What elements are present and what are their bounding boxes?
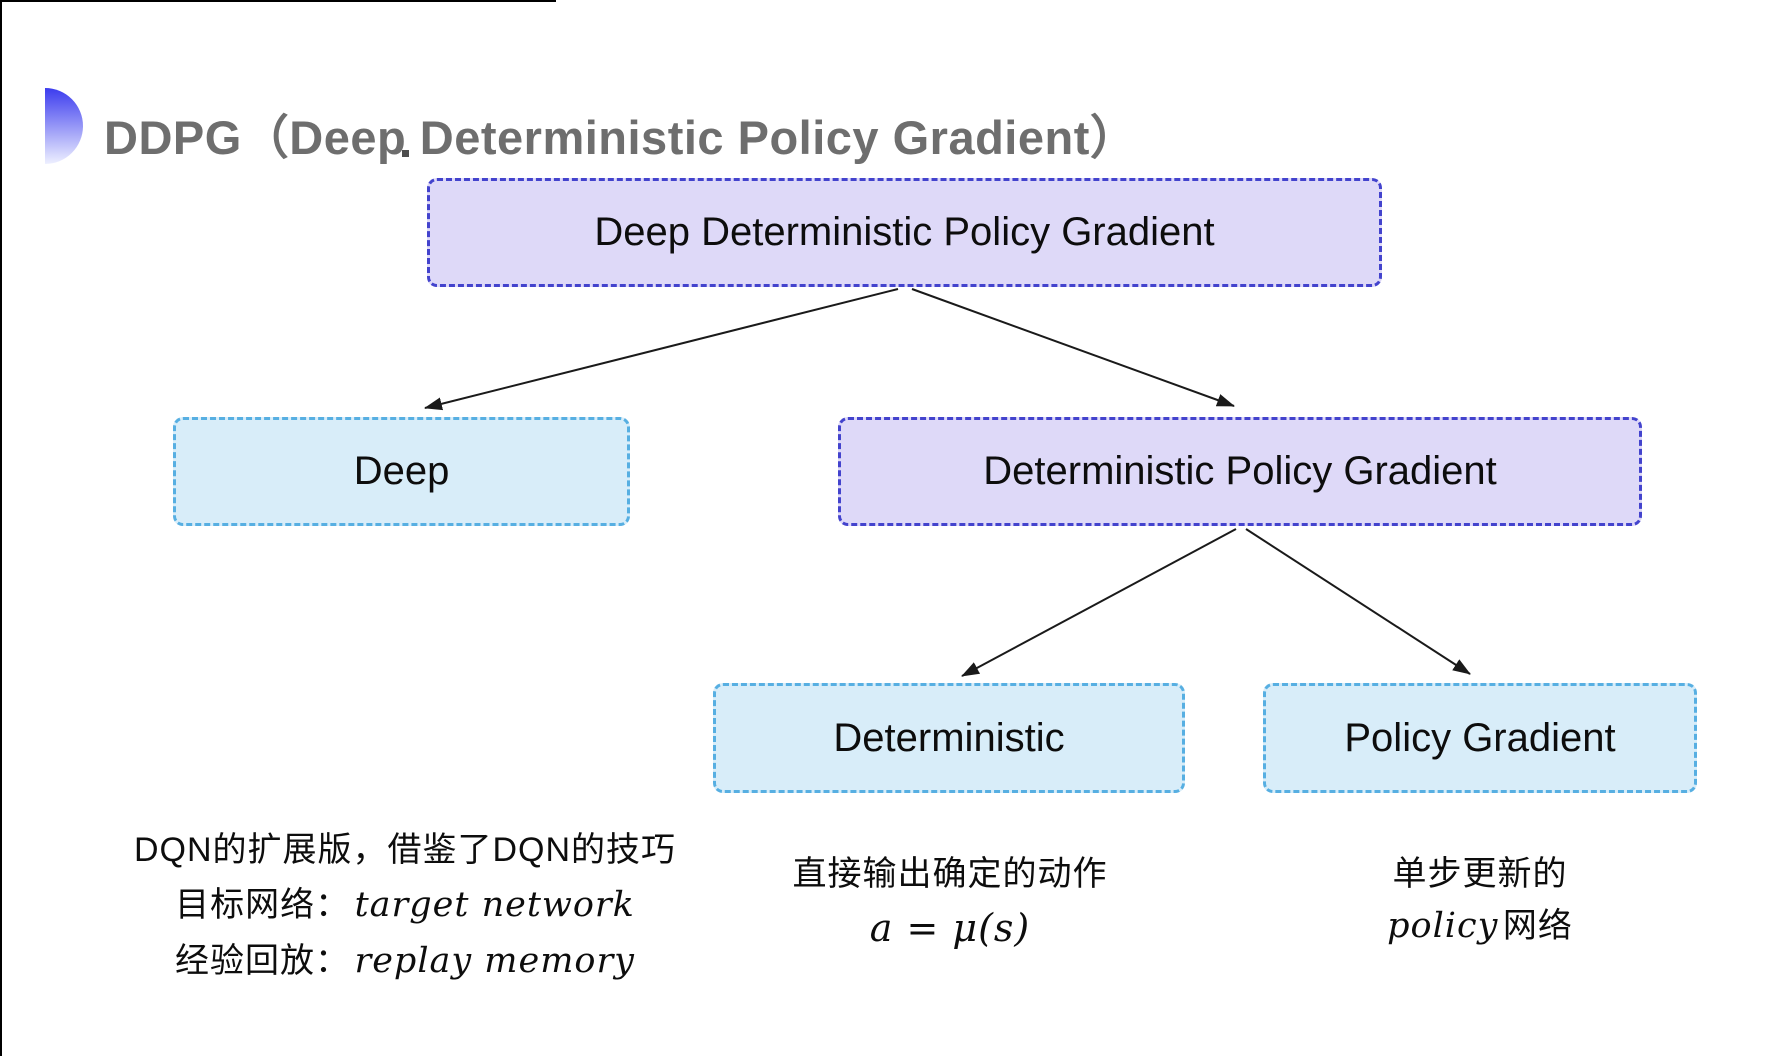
node-label: Deterministic: [833, 715, 1065, 760]
arrow-dpg-to-policy-gradient: [1245, 528, 1471, 675]
node-policy-gradient: Policy Gradient: [1263, 683, 1697, 793]
note-deterministic-action: 直接输出确定的动作 a = μ(s): [695, 857, 1205, 965]
node-label: Deterministic Policy Gradient: [983, 449, 1497, 493]
node-deterministic-policy-gradient: Deterministic Policy Gradient: [838, 417, 1642, 526]
stray-mark: [402, 150, 409, 157]
note-policy-network: 单步更新的 policy 网络: [1225, 857, 1735, 962]
window-top-edge: [0, 0, 556, 2]
note-target-network: 目标网络： target network: [175, 885, 635, 925]
node-label: Policy Gradient: [1344, 715, 1616, 760]
page-title: DDPG（Deep Deterministic Policy Gradient）: [104, 111, 1138, 164]
node-label: Deep Deterministic Policy Gradient: [594, 210, 1215, 254]
title-bullet-icon: [45, 88, 83, 164]
node-deep-deterministic-policy-gradient: Deep Deterministic Policy Gradient: [427, 178, 1382, 287]
arrow-dpg-to-deterministic: [961, 528, 1237, 677]
note-dqn-line1: DQN的扩展版，借鉴了DQN的技巧: [133, 831, 677, 869]
note-replay-memory: 经验回放： replay memory: [175, 941, 635, 981]
node-deep: Deep: [173, 417, 630, 526]
note-dqn-extension: DQN的扩展版，借鉴了DQN的技巧 目标网络： target network 经…: [100, 833, 710, 1000]
note-deterministic-formula: a = μ(s): [869, 906, 1031, 950]
note-policy-line2: policy 网络: [1387, 906, 1573, 946]
arrow-ddpg-to-deep: [424, 288, 899, 411]
arrow-ddpg-to-dpg: [911, 288, 1235, 407]
node-deterministic: Deterministic: [713, 683, 1185, 793]
note-deterministic-line1: 直接输出确定的动作: [792, 855, 1108, 893]
node-label: Deep: [353, 449, 450, 493]
window-left-edge: [0, 0, 2, 1056]
note-policy-line1: 单步更新的: [1392, 855, 1568, 893]
